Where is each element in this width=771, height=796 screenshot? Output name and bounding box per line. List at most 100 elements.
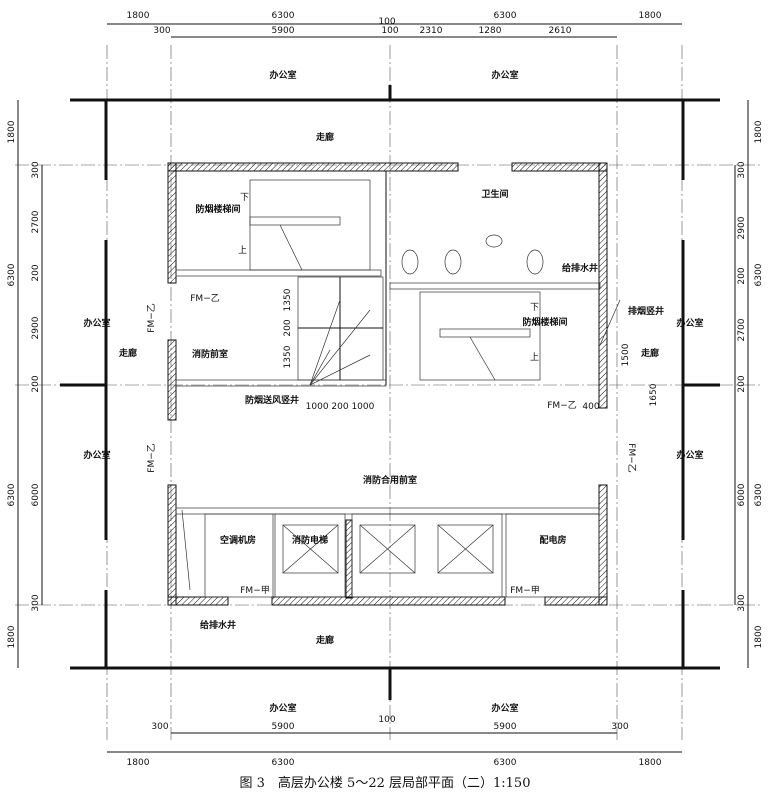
- svg-text:下: 下: [240, 193, 249, 203]
- svg-text:消防电梯: 消防电梯: [292, 534, 328, 546]
- svg-text:300: 300: [31, 161, 41, 178]
- svg-text:300: 300: [737, 594, 747, 611]
- svg-text:办公室: 办公室: [676, 449, 703, 461]
- svg-text:办公室: 办公室: [83, 449, 110, 461]
- svg-text:6300: 6300: [7, 263, 17, 286]
- svg-text:走廊: 走廊: [315, 131, 334, 143]
- svg-text:200: 200: [737, 375, 747, 392]
- svg-text:消防合用前室: 消防合用前室: [363, 474, 417, 486]
- svg-text:200: 200: [31, 375, 41, 392]
- svg-text:FM−乙: FM−乙: [146, 443, 157, 472]
- svg-text:200: 200: [737, 267, 747, 284]
- svg-text:办公室: 办公室: [269, 702, 296, 714]
- svg-text:6300: 6300: [7, 483, 17, 506]
- svg-text:办公室: 办公室: [491, 69, 518, 81]
- svg-text:FM−甲: FM−甲: [240, 585, 269, 596]
- svg-text:给排水井: 给排水井: [562, 262, 598, 274]
- svg-text:1650: 1650: [649, 383, 659, 406]
- elevator-shafts: [282, 524, 494, 574]
- svg-text:6300: 6300: [494, 11, 517, 21]
- stair-right: [419, 291, 541, 381]
- svg-text:100: 100: [378, 715, 395, 725]
- svg-text:防烟楼梯间: 防烟楼梯间: [522, 316, 567, 328]
- svg-text:5900: 5900: [272, 26, 295, 36]
- svg-text:下: 下: [530, 303, 539, 313]
- svg-text:2700: 2700: [737, 318, 747, 341]
- door-labels: FM−乙 FM−乙 FM−乙 FM−乙 FM−乙 FM−甲 FM−甲: [146, 293, 637, 596]
- figure-caption: 图 3 高层办公楼 5～22 层局部平面（二）1:150: [240, 775, 531, 791]
- svg-text:1800: 1800: [127, 11, 150, 21]
- dims-right: 300 2900 200 2700 200 6000 300 1800 6300…: [737, 120, 764, 648]
- dimension-lines: [17, 23, 749, 753]
- room-labels: 办公室 办公室 走廊 防烟楼梯间 卫生间 给排水井 防烟楼梯间 消防前室 防烟送…: [83, 69, 703, 714]
- svg-text:1800: 1800: [7, 625, 17, 648]
- dims-bottom: 300 5900 100 5900 300 1800 6300 6300 180…: [127, 715, 662, 768]
- svg-text:2310: 2310: [420, 26, 443, 36]
- svg-text:FM−乙: FM−乙: [146, 303, 157, 332]
- svg-text:300: 300: [31, 594, 41, 611]
- toilet-fixtures: [401, 234, 544, 275]
- svg-text:2700: 2700: [31, 210, 41, 233]
- svg-text:防烟楼梯间: 防烟楼梯间: [195, 203, 240, 215]
- svg-text:300: 300: [153, 26, 170, 36]
- svg-text:走廊: 走廊: [315, 634, 334, 646]
- svg-text:200: 200: [283, 319, 293, 336]
- svg-text:1800: 1800: [127, 758, 150, 768]
- svg-text:5900: 5900: [494, 722, 517, 732]
- svg-text:排烟竖井: 排烟竖井: [628, 305, 664, 317]
- svg-text:上: 上: [530, 352, 539, 363]
- svg-text:300: 300: [737, 161, 747, 178]
- svg-text:6300: 6300: [754, 483, 764, 506]
- svg-text:办公室: 办公室: [83, 317, 110, 329]
- local-dims: 1350 200 1350 1000 200 1000 400 1500 165…: [181, 288, 659, 591]
- svg-text:给排水井: 给排水井: [200, 619, 236, 631]
- svg-text:FM−乙: FM−乙: [190, 293, 219, 304]
- svg-text:上: 上: [238, 245, 247, 256]
- svg-text:400: 400: [582, 402, 599, 412]
- svg-text:1800: 1800: [754, 625, 764, 648]
- svg-text:办公室: 办公室: [491, 702, 518, 714]
- core-walls: [167, 162, 608, 606]
- svg-text:办公室: 办公室: [676, 317, 703, 329]
- svg-text:1280: 1280: [479, 26, 502, 36]
- stair-labels: 下 上 下 上: [238, 193, 539, 363]
- dims-top-outer: 1800 6300 6300 1800: [127, 11, 662, 21]
- dims-left: 1800 6300 6300 1800 300 2700 200 2900 20…: [7, 120, 41, 648]
- svg-text:1800: 1800: [639, 758, 662, 768]
- svg-text:6000: 6000: [31, 483, 41, 506]
- svg-text:卫生间: 卫生间: [481, 188, 508, 200]
- svg-text:走廊: 走廊: [640, 347, 659, 359]
- svg-text:300: 300: [151, 722, 168, 732]
- svg-text:200: 200: [31, 264, 41, 281]
- svg-text:2900: 2900: [737, 216, 747, 239]
- svg-text:FM−甲: FM−甲: [510, 585, 539, 596]
- svg-text:1500: 1500: [621, 343, 631, 366]
- svg-text:2900: 2900: [31, 316, 41, 339]
- svg-text:1800: 1800: [754, 120, 764, 143]
- svg-text:空调机房: 空调机房: [220, 534, 256, 546]
- svg-text:1350: 1350: [283, 288, 293, 311]
- svg-text:6300: 6300: [494, 758, 517, 768]
- svg-text:消防前室: 消防前室: [192, 348, 228, 360]
- svg-text:6000: 6000: [737, 483, 747, 506]
- svg-text:2610: 2610: [549, 26, 572, 36]
- svg-text:1800: 1800: [639, 11, 662, 21]
- svg-text:300: 300: [611, 722, 628, 732]
- svg-text:6300: 6300: [754, 263, 764, 286]
- svg-text:配电房: 配电房: [539, 534, 566, 546]
- svg-text:防烟送风竖井: 防烟送风竖井: [245, 394, 299, 406]
- svg-text:1350: 1350: [283, 345, 293, 368]
- stair-left: [249, 179, 371, 271]
- svg-text:1000 200 1000: 1000 200 1000: [306, 402, 375, 412]
- svg-text:走廊: 走廊: [118, 347, 137, 359]
- svg-text:100: 100: [378, 17, 395, 27]
- svg-text:5900: 5900: [272, 722, 295, 732]
- svg-text:FM−乙: FM−乙: [547, 400, 576, 411]
- svg-text:1800: 1800: [7, 120, 17, 143]
- svg-text:办公室: 办公室: [269, 69, 296, 81]
- outer-walls: [60, 85, 720, 700]
- svg-text:FM−乙: FM−乙: [626, 443, 637, 472]
- svg-text:100: 100: [381, 26, 398, 36]
- svg-text:6300: 6300: [272, 758, 295, 768]
